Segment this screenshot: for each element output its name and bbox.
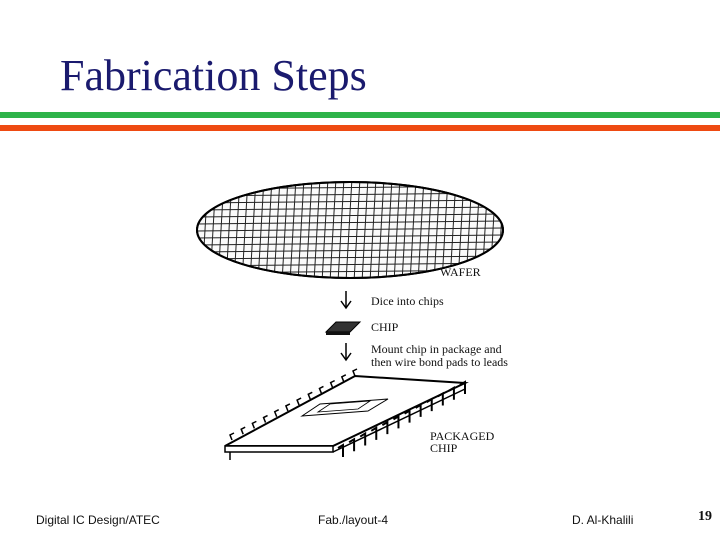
package-lead	[459, 380, 466, 394]
package-lead	[262, 414, 268, 423]
down-arrow-icon	[340, 343, 352, 362]
down-arrow-icon	[340, 291, 352, 310]
slide-title: Fabrication Steps	[60, 51, 367, 100]
packaged-label-line1: PACKAGED	[430, 429, 495, 443]
wafer-grid-line	[393, 182, 401, 278]
dice-step-label: Dice into chips	[371, 294, 444, 308]
package-lead	[240, 426, 246, 435]
wafer-grid-line	[197, 213, 503, 218]
wafer-grid-line	[425, 182, 433, 278]
wafer-grid-line	[409, 182, 417, 278]
wafer-grid-line	[385, 182, 393, 278]
package-lead	[296, 397, 302, 406]
package-lead	[251, 420, 257, 429]
title-rule-green	[0, 112, 720, 118]
packaged-label-line2: CHIP	[430, 441, 458, 455]
wafer	[196, 181, 504, 279]
wafer-grid-line	[197, 248, 503, 253]
title-rule-orange	[0, 125, 720, 131]
wafer-grid-line	[197, 255, 503, 260]
package-lead	[392, 414, 400, 429]
package-lead	[307, 391, 313, 400]
chip-label: CHIP	[371, 320, 399, 334]
wafer-grid-line	[441, 182, 449, 278]
package-lead	[448, 385, 455, 400]
package-lead	[426, 397, 433, 412]
package-lead	[381, 420, 389, 435]
package-lead	[329, 379, 335, 388]
wafer-grid-line	[197, 220, 503, 225]
footer-course: Digital IC Design/ATEC	[36, 513, 160, 527]
package-lead	[284, 403, 291, 412]
package-lead	[340, 374, 347, 383]
footer-topic: Fab./layout-4	[318, 513, 389, 527]
packaged-chip	[224, 368, 469, 460]
wafer-grid-line	[197, 241, 503, 246]
wafer-grid-line	[197, 199, 503, 204]
mount-step-line2: then wire bond pads to leads	[371, 355, 508, 369]
package-lead	[318, 385, 324, 394]
footer-author: D. Al-Khalili	[572, 513, 634, 527]
wafer-grid-line	[197, 234, 503, 239]
wafer-grid-line	[197, 206, 503, 211]
page-number: 19	[698, 509, 712, 524]
package-lead	[352, 368, 358, 377]
wafer-grid-line	[197, 227, 503, 232]
package-lead	[273, 409, 280, 418]
package-lead	[337, 443, 344, 457]
package-lead	[229, 432, 235, 441]
chip	[324, 321, 362, 335]
mount-step-line1: Mount chip in package and	[371, 342, 502, 356]
package-lead	[348, 437, 356, 452]
package-lead	[359, 431, 367, 446]
wafer-grid-line	[417, 182, 425, 278]
wafer-grid-line	[433, 182, 441, 278]
package-lead	[437, 391, 444, 406]
package-lead	[415, 403, 422, 417]
package-lead	[370, 426, 378, 440]
wafer-grid-line	[401, 182, 409, 278]
wafer-label: WAFER	[440, 265, 481, 279]
package-lead	[404, 408, 411, 423]
